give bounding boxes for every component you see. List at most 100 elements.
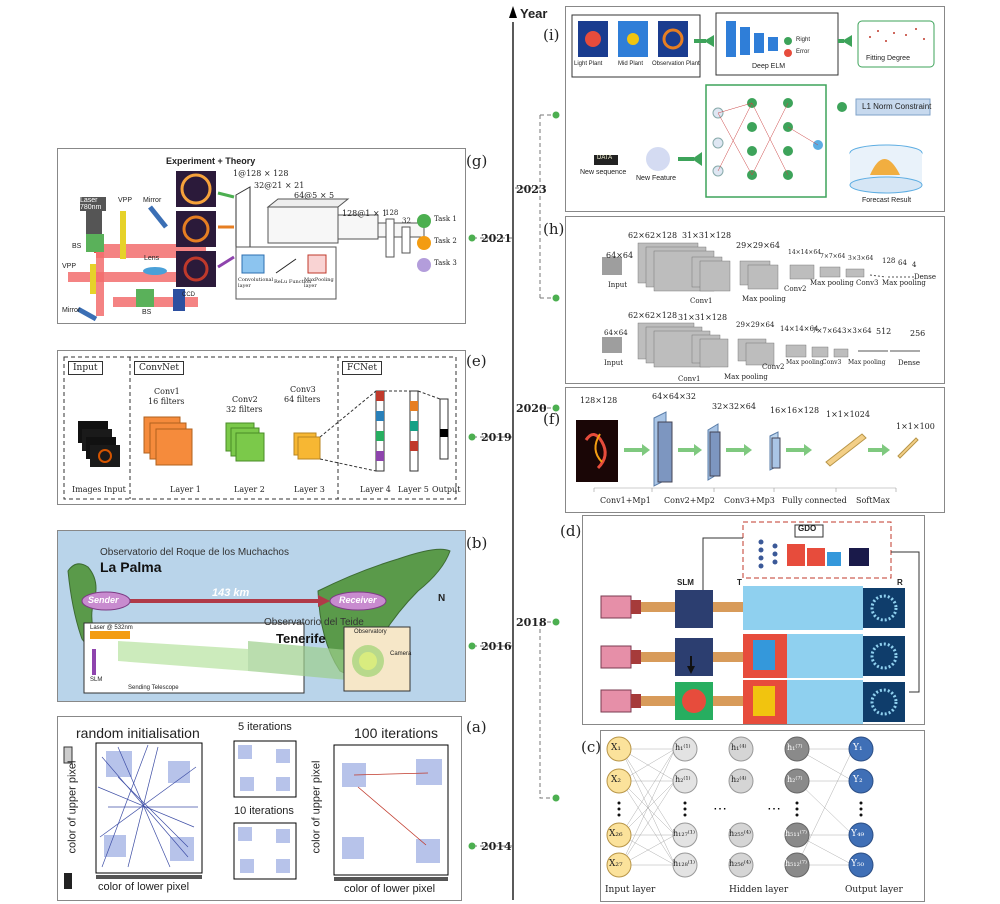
- c-h1-128: h₁₂₈⁽¹⁾: [673, 859, 695, 868]
- h-r2-4: 14×14×64: [780, 325, 819, 333]
- panel-d: GDO SLM T R: [582, 515, 925, 725]
- g-layer-1: 32@21 × 21: [254, 181, 305, 190]
- h-r1-0: 64×64: [606, 251, 634, 260]
- h-r2n-5: Conv3: [822, 359, 842, 366]
- e-bottom-5: Layer 5: [398, 485, 429, 494]
- b-observatory: Observatory: [354, 629, 387, 635]
- c-x2: X₂: [611, 775, 622, 785]
- e-bottom-6: Output: [432, 485, 461, 494]
- year-2023: 2023: [516, 183, 547, 196]
- f-dim-3: 16×16×128: [770, 406, 820, 415]
- g-task-3: Task 3: [434, 259, 457, 267]
- f-stage-2: Conv3+Mp3: [724, 496, 775, 505]
- f-dim-5: 1×1×100: [896, 422, 935, 431]
- h-r1n-5: Conv3: [856, 279, 879, 287]
- c-h1-127: h₁₂₇⁽¹⁾: [673, 829, 695, 838]
- g-bs1: BS: [72, 243, 82, 250]
- label-h: (h): [543, 220, 565, 238]
- f-stage-3: Fully connected: [782, 496, 847, 505]
- g-task-1: Task 1: [434, 215, 457, 223]
- h-r1n-0: Input: [608, 281, 628, 289]
- year-2021: 2021: [481, 232, 512, 245]
- b-island1: La Palma: [100, 559, 162, 575]
- a-title-random: random initialisation: [76, 725, 200, 741]
- f-dim-0: 128×128: [580, 396, 618, 405]
- timeline-axis-label: Year: [520, 6, 548, 21]
- g-legend-maxpool: MaxPooling layer: [304, 277, 334, 289]
- e-convnet: ConvNet: [134, 361, 185, 375]
- c-h4-256: h₂₅₆⁽⁴⁾: [729, 859, 751, 868]
- g-legend-conv: Convolutional layer: [238, 277, 274, 289]
- svg-text:⋯: ⋯: [767, 801, 781, 817]
- i-error: Error: [796, 49, 810, 55]
- i-l1: L1 Norm Constraint: [862, 102, 932, 111]
- c-h4-1: h₁⁽⁴⁾: [731, 743, 747, 752]
- e-bottom-0: Images Input: [72, 485, 126, 494]
- g-layer-5: 32: [402, 217, 411, 225]
- a-title-5: 5 iterations: [238, 721, 292, 733]
- i-right: Right: [796, 37, 811, 43]
- h-r2-6: 3×3×64: [842, 327, 872, 335]
- i-new-feature: New Feature: [636, 175, 677, 182]
- panel-b: Observatorio del Roque de los Muchachos …: [57, 530, 466, 702]
- h-r2n-2: Max pooling: [724, 373, 768, 381]
- label-i: (i): [543, 26, 560, 44]
- b-sender: Sender: [88, 595, 119, 605]
- h-r2-2: 31×31×128: [678, 313, 728, 322]
- c-h7-1: h₁⁽⁷⁾: [787, 743, 803, 752]
- h-r2-0: 64×64: [604, 329, 628, 337]
- svg-text:⋯: ⋯: [713, 801, 727, 817]
- a-ylabel-left: color of upper pixel: [66, 760, 79, 854]
- b-island2: Tenerife: [276, 631, 326, 646]
- b-laser: Laser @ 532nm: [90, 625, 133, 631]
- h-r1n-7: Dense: [914, 273, 936, 281]
- h-r2n-0: Input: [604, 359, 624, 367]
- i-plant-observation: Observation Plant: [652, 61, 700, 67]
- g-laser: Laser 780nm: [80, 197, 106, 211]
- b-slm: SLM: [90, 677, 103, 683]
- c-h1-1: h₁⁽¹⁾: [675, 743, 691, 752]
- g-ccd: CCD: [182, 292, 195, 298]
- f-dim-1: 64×64×32: [652, 392, 696, 401]
- h-r2n-4: Max pooling: [786, 359, 824, 366]
- b-telescope: Sending Telescope: [128, 685, 179, 691]
- f-stage-0: Conv1+Mp1: [600, 496, 651, 505]
- h-r2-3: 29×29×64: [736, 321, 775, 329]
- e-conv2-filters: 32 filters: [226, 405, 263, 414]
- g-lens: Lens: [144, 255, 160, 262]
- h-r2n-3: Conv2: [762, 363, 785, 371]
- year-2016: 2016: [481, 640, 512, 653]
- h-r2-1: 62×62×128: [628, 311, 678, 320]
- h-r1n-2: Max pooling: [742, 295, 786, 303]
- g-vpp1: VPP: [118, 197, 133, 204]
- panel-g: Experiment + Theory Laser 780nm VPP Mirr…: [57, 148, 466, 324]
- c-hidden-layer: Hidden layer: [729, 885, 789, 895]
- c-y50: Y₅₀: [851, 859, 865, 869]
- g-mirror2: Mirror: [62, 307, 81, 314]
- c-h4-255: h₂₅₅⁽⁴⁾: [729, 829, 751, 838]
- g-layer-4: 128: [385, 209, 399, 217]
- label-a: (a): [466, 718, 487, 736]
- f-stage-1: Conv2+Mp2: [664, 496, 715, 505]
- panel-i: Light Plant Mid Plant Observation Plant …: [565, 6, 945, 212]
- b-site2: Observatorio del Teide: [264, 617, 364, 628]
- f-dim-2: 32×32×64: [712, 402, 756, 411]
- c-h7-2: h₂⁽⁷⁾: [787, 775, 803, 784]
- label-b: (b): [466, 534, 488, 552]
- h-r1-1: 62×62×128: [628, 231, 678, 240]
- label-g: (g): [466, 152, 488, 170]
- i-plant-mid: Mid Plant: [618, 61, 644, 67]
- d-gdo: GDO: [798, 524, 817, 533]
- c-y2: Y₂: [853, 775, 863, 785]
- i-forecast: Forecast Result: [862, 197, 912, 204]
- g-vpp2: VPP: [62, 263, 77, 270]
- g-layer-2: 64@5 × 5: [294, 191, 335, 200]
- b-distance: 143 km: [212, 587, 250, 599]
- a-xlabel-right: color of lower pixel: [344, 883, 436, 895]
- h-r2n-6: Max pooling: [848, 359, 886, 366]
- f-stage-4: SoftMax: [856, 496, 890, 505]
- label-e: (e): [466, 352, 487, 370]
- c-h1-2: h₂⁽¹⁾: [675, 775, 691, 784]
- h-r1-3: 29×29×64: [736, 241, 780, 250]
